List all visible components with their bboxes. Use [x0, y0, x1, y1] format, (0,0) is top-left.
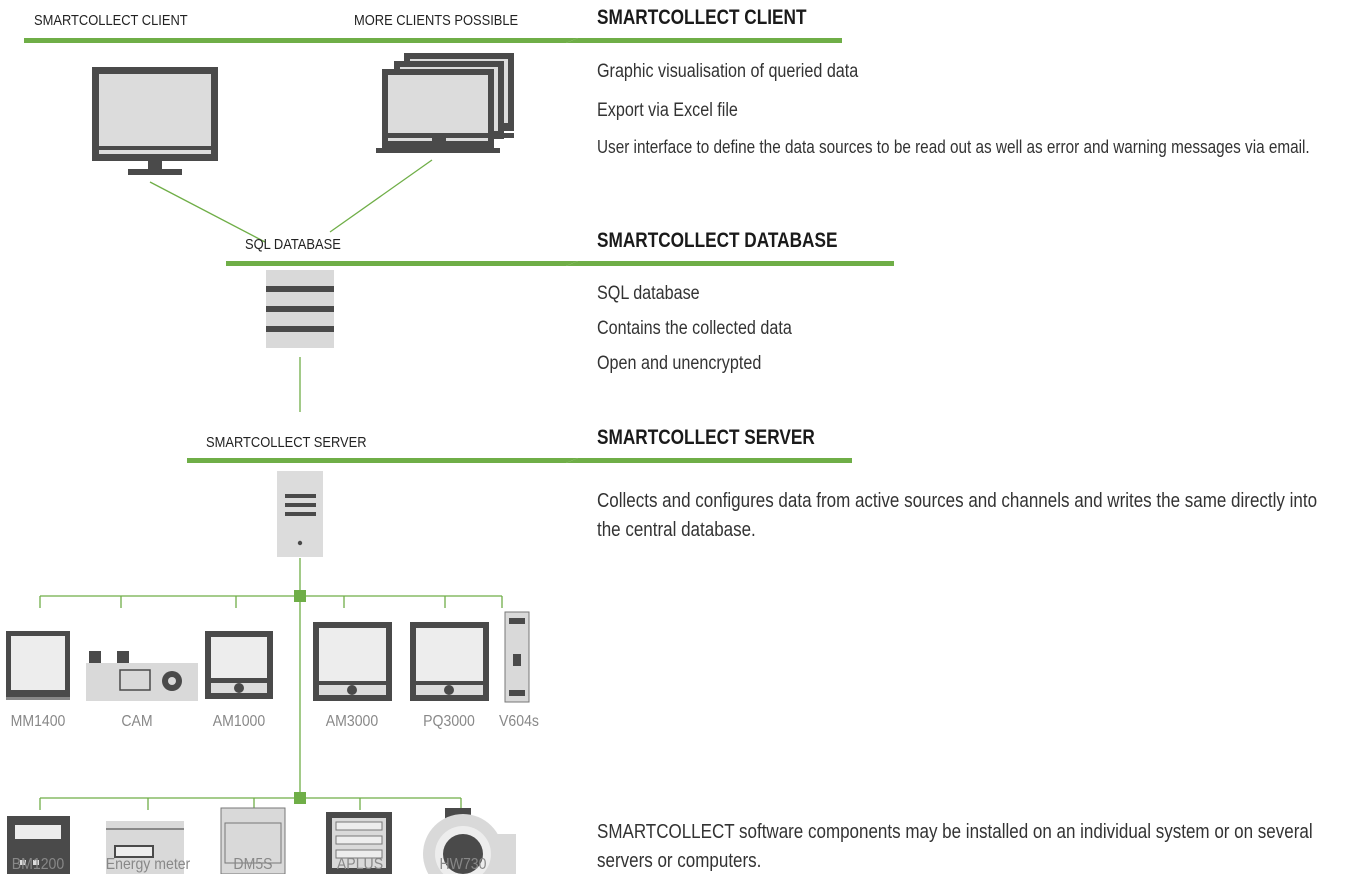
- client-item: Export via Excel file: [597, 100, 738, 121]
- database-section-heading: SMARTCOLLECT DATABASE: [597, 229, 838, 252]
- device-label: Energy meter: [105, 856, 191, 873]
- junction-node-2: [294, 792, 306, 804]
- device-label: CAM: [121, 713, 153, 730]
- footnote: SMARTCOLLECT software components may be …: [597, 821, 1313, 872]
- server-description: Collects and configures data from active…: [597, 490, 1318, 541]
- server-section-heading: SMARTCOLLECT SERVER: [597, 426, 815, 449]
- server-label: SMARTCOLLECT SERVER: [206, 434, 367, 451]
- device-dm5s-icon: [220, 807, 286, 874]
- device-pq3000-icon: [410, 622, 489, 701]
- device-mm1400-icon: [6, 631, 70, 700]
- device-label: AM3000: [325, 713, 379, 730]
- database-icon: [266, 270, 334, 348]
- device-label: V604s: [499, 713, 539, 730]
- device-cam-icon: [86, 651, 198, 701]
- sql-database-label: SQL DATABASE: [245, 236, 341, 253]
- client-monitor-icon: [92, 67, 218, 175]
- device-am3000-icon: [313, 622, 392, 701]
- device-label: DM5S: [233, 856, 273, 873]
- device-energy-meter-icon: [106, 821, 184, 874]
- database-item: SQL database: [597, 283, 700, 304]
- device-label: BM1200: [11, 856, 65, 873]
- client-item: Graphic visualisation of queried data: [597, 61, 859, 82]
- client-description: User interface to define the data source…: [597, 137, 1310, 157]
- server-tower-icon: [277, 471, 323, 557]
- device-label: PQ3000: [423, 713, 475, 730]
- database-item: Open and unencrypted: [597, 353, 762, 374]
- more-clients-monitors-icon: [376, 53, 514, 153]
- more-clients-label: MORE CLIENTS POSSIBLE: [354, 12, 519, 29]
- device-label: AM1000: [212, 713, 266, 730]
- client-connectors: [149, 159, 433, 412]
- database-item: Contains the collected data: [597, 318, 792, 339]
- device-am1000-icon: [205, 631, 273, 699]
- client-label: SMARTCOLLECT CLIENT: [34, 12, 188, 29]
- device-aplus-icon: [326, 812, 392, 874]
- device-label: HW730: [439, 856, 487, 873]
- client-section-heading: SMARTCOLLECT CLIENT: [597, 6, 807, 29]
- device-label: MM1400: [10, 713, 66, 730]
- device-v604s-icon: [504, 611, 530, 703]
- device-bm1200-icon: [7, 816, 70, 874]
- device-hw730-icon: [423, 808, 516, 874]
- device-label: APLUS: [336, 856, 384, 873]
- junction-node-1: [294, 590, 306, 602]
- header-rules: [24, 38, 894, 463]
